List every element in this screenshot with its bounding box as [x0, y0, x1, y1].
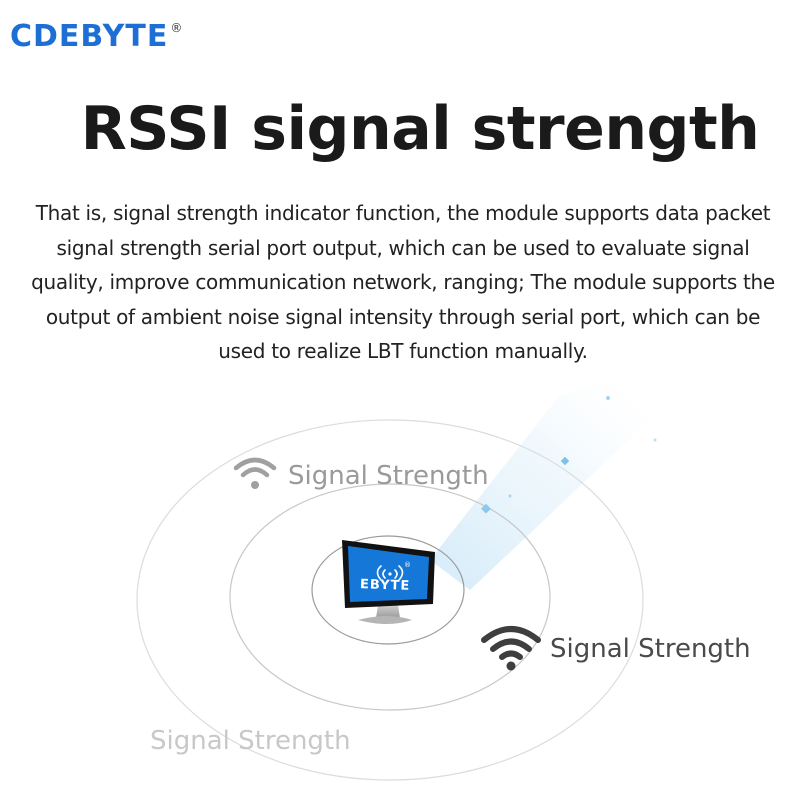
sparkle	[606, 396, 610, 400]
range-rings-graphic	[136, 380, 657, 781]
screen-logo-text: EBYTE	[359, 577, 411, 594]
signal-beam	[430, 380, 650, 590]
brand-logo: CDEBYTE®	[10, 22, 183, 52]
sparkle	[481, 503, 491, 514]
feature-description: That is, signal strength indicator funct…	[31, 201, 775, 363]
screen-wifi-icon	[376, 565, 404, 581]
monitor-base	[358, 616, 412, 624]
registered-mark: ®	[170, 21, 184, 35]
signal-strength-label-weak: Signal Strength	[288, 461, 489, 491]
signal-strength-label-faint: Signal Strength	[150, 726, 351, 756]
sparkle	[508, 494, 512, 498]
wifi-icon	[481, 626, 541, 671]
sparkle	[653, 438, 657, 442]
range-ring-inner	[311, 535, 465, 645]
signal-illustration: EBYTE ®	[0, 380, 800, 800]
screen-registered-mark: ®	[404, 561, 411, 569]
sparkle	[560, 456, 570, 466]
brand-name: CDEBYTE	[10, 19, 169, 54]
range-ring-middle	[229, 483, 551, 711]
wifi-icon	[233, 457, 277, 489]
signal-strength-label-strong: Signal Strength	[550, 634, 751, 664]
page-title: RSSI signal strength	[80, 94, 760, 164]
range-ring-outer	[136, 419, 644, 781]
monitor-stand	[376, 605, 400, 618]
